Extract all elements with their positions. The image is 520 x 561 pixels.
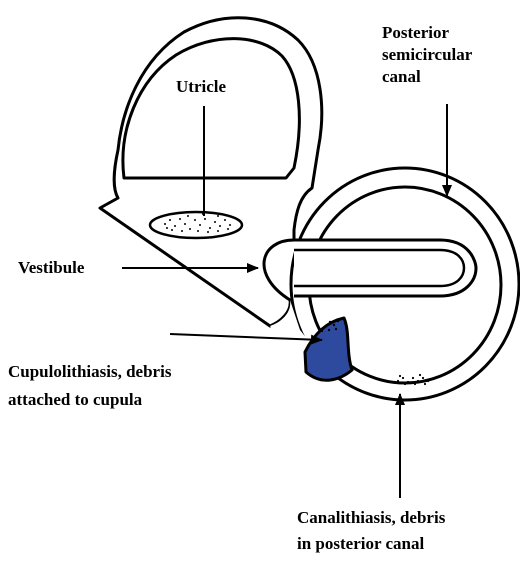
posterior-canal-label-line-1: Posterior: [382, 22, 472, 44]
horizontal-canal-inner: [294, 250, 464, 286]
posterior-canal-label-line-3: canal: [382, 66, 472, 88]
utricle-label: Utricle: [176, 76, 226, 98]
cupulolithiasis-label: Cupulolithiasis, debris attached to cupu…: [8, 358, 171, 414]
canalithiasis-label-line-1: Canalithiasis, debris: [297, 505, 445, 531]
cupulolithiasis-label-line-1: Cupulolithiasis, debris: [8, 358, 171, 386]
cupulolithiasis-label-line-2: attached to cupula: [8, 386, 171, 414]
canalithiasis-label-line-2: in posterior canal: [297, 531, 445, 557]
anterior-canal-lumen: [123, 39, 299, 178]
canalithiasis-label: Canalithiasis, debris in posterior canal: [297, 505, 445, 557]
posterior-canal-label-line-2: semicircular: [382, 44, 472, 66]
posterior-canal-label: Posterior semicircular canal: [382, 22, 472, 88]
vestibule-label: Vestibule: [18, 257, 84, 279]
utricle-macula: [150, 212, 242, 238]
